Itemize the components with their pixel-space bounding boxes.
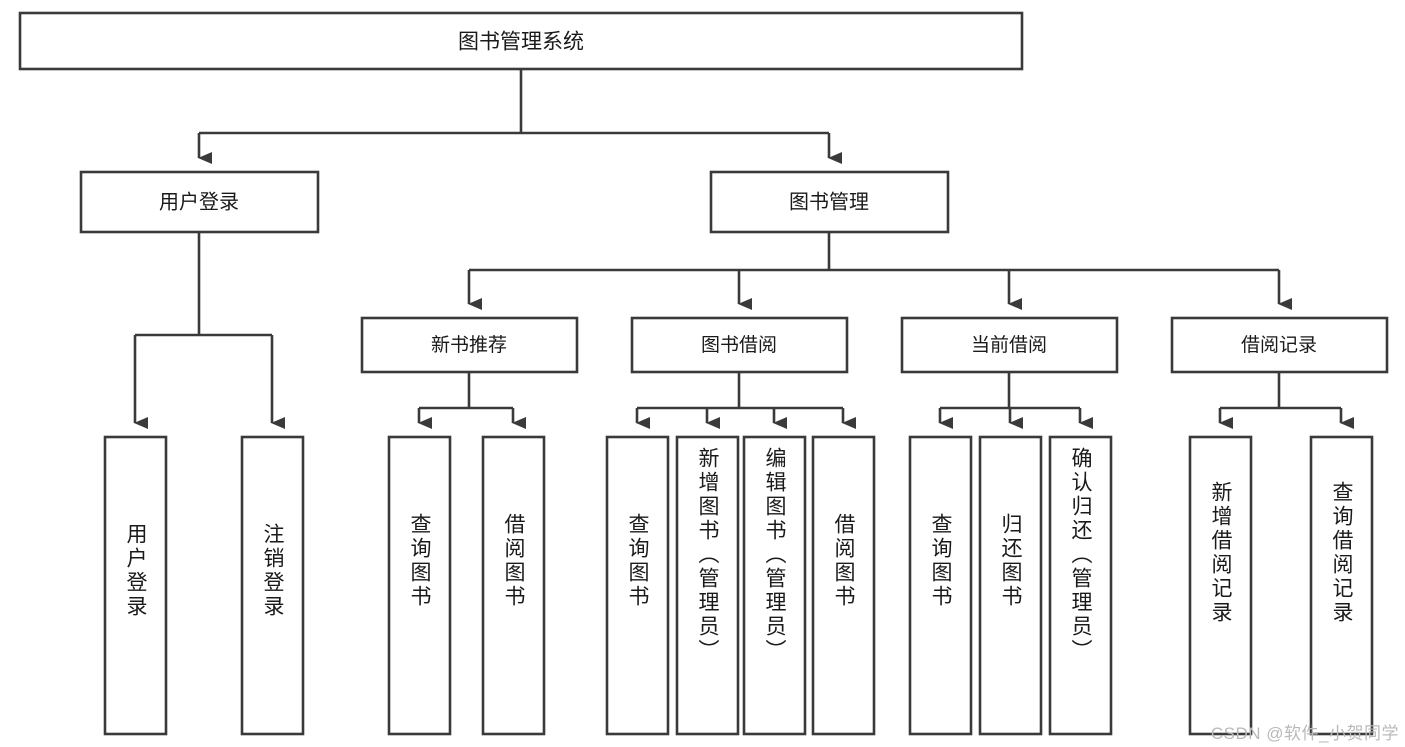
leaf-box-query-borrow-record[interactable]	[1309, 435, 1374, 736]
leaf-box-user-login[interactable]	[103, 435, 168, 736]
node-user-login[interactable]: 用户登录	[79, 170, 320, 234]
leaf-box-user-logout[interactable]	[240, 435, 305, 736]
leaf-box-confirm-return-admin[interactable]	[1048, 435, 1113, 736]
connector-root-to-level1	[197, 69, 842, 164]
node-current-borrow-label: 当前借阅	[971, 334, 1047, 356]
node-root[interactable]: 图书管理系统	[18, 11, 1024, 71]
leaf-box-query-book-2[interactable]	[605, 435, 670, 736]
leaf-box-query-book-1[interactable]	[387, 435, 452, 736]
leaf-box-borrow-book-1[interactable]	[481, 435, 546, 736]
connector-book-borrow-to-leaves	[635, 372, 856, 429]
node-book-manage-label: 图书管理	[789, 190, 869, 213]
watermark: CSDN @软件_小贺同学	[1210, 724, 1399, 743]
connector-new-book-to-leaves	[417, 372, 526, 429]
node-new-book-recommend-label: 新书推荐	[431, 334, 507, 356]
leaf-box-return-book[interactable]	[978, 435, 1043, 736]
node-book-borrow[interactable]: 图书借阅	[630, 316, 849, 374]
node-current-borrow[interactable]: 当前借阅	[900, 316, 1119, 374]
leaf-box-edit-book-admin[interactable]	[742, 435, 807, 736]
leaf-box-add-book-admin[interactable]	[675, 435, 740, 736]
node-root-label: 图书管理系统	[458, 31, 584, 54]
connector-borrow-record-to-leaves	[1218, 372, 1354, 429]
leaf-box-add-borrow-record[interactable]	[1188, 435, 1253, 736]
connector-book-manage-to-level2	[467, 232, 1292, 310]
node-book-borrow-label: 图书借阅	[701, 334, 777, 356]
node-book-manage[interactable]: 图书管理	[709, 170, 950, 234]
connector-current-borrow-to-leaves	[938, 372, 1093, 429]
node-borrow-record[interactable]: 借阅记录	[1170, 316, 1389, 374]
leaf-box-query-book-3[interactable]	[908, 435, 973, 736]
node-user-login-label: 用户登录	[159, 190, 239, 213]
leaf-box-borrow-book-2[interactable]	[811, 435, 876, 736]
connector-user-login-to-leaves	[133, 232, 285, 429]
node-borrow-record-label: 借阅记录	[1241, 334, 1317, 356]
node-new-book-recommend[interactable]: 新书推荐	[360, 316, 579, 374]
